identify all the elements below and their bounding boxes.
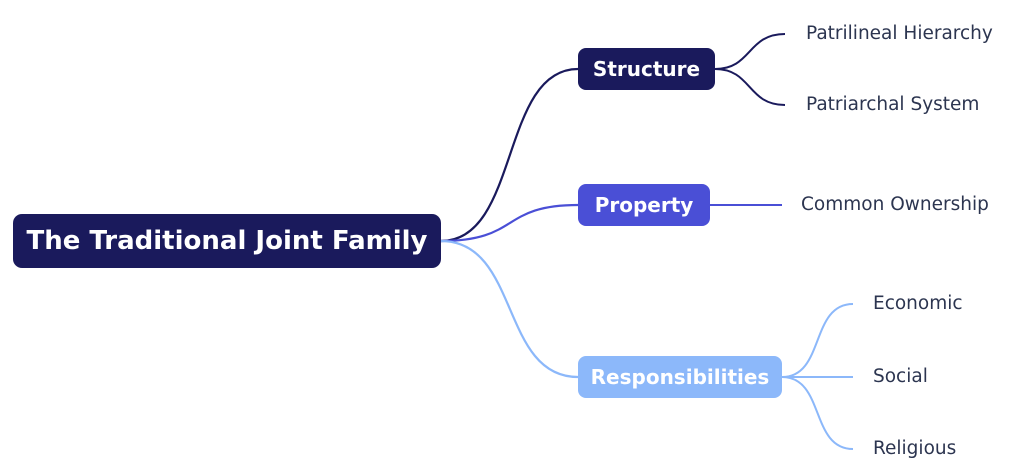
link-root-structure <box>440 67 579 243</box>
link-responsibilities-leaf-1 <box>781 303 854 378</box>
link-structure-leaf-2 <box>714 68 786 106</box>
link-structure-leaf-1 <box>714 33 786 70</box>
root-node[interactable]: The Traditional Joint Family <box>13 214 441 268</box>
branch-node-structure[interactable]: Structure <box>578 48 715 90</box>
branch-node-responsibilities[interactable]: Responsibilities <box>578 356 782 398</box>
leaf-social[interactable]: Social <box>873 366 928 387</box>
branch-node-property[interactable]: Property <box>578 184 710 226</box>
leaf-patrilineal-hierarchy[interactable]: Patrilineal Hierarchy <box>806 23 993 44</box>
leaf-patriarchal-system[interactable]: Patriarchal System <box>806 94 980 115</box>
leaf-religious[interactable]: Religious <box>873 438 957 459</box>
leaf-common-ownership[interactable]: Common Ownership <box>801 194 989 215</box>
leaf-economic[interactable]: Economic <box>873 293 963 314</box>
link-root-property <box>440 203 579 243</box>
link-responsibilities-leaf-3 <box>781 376 854 450</box>
link-root-responsibilities <box>440 239 579 379</box>
